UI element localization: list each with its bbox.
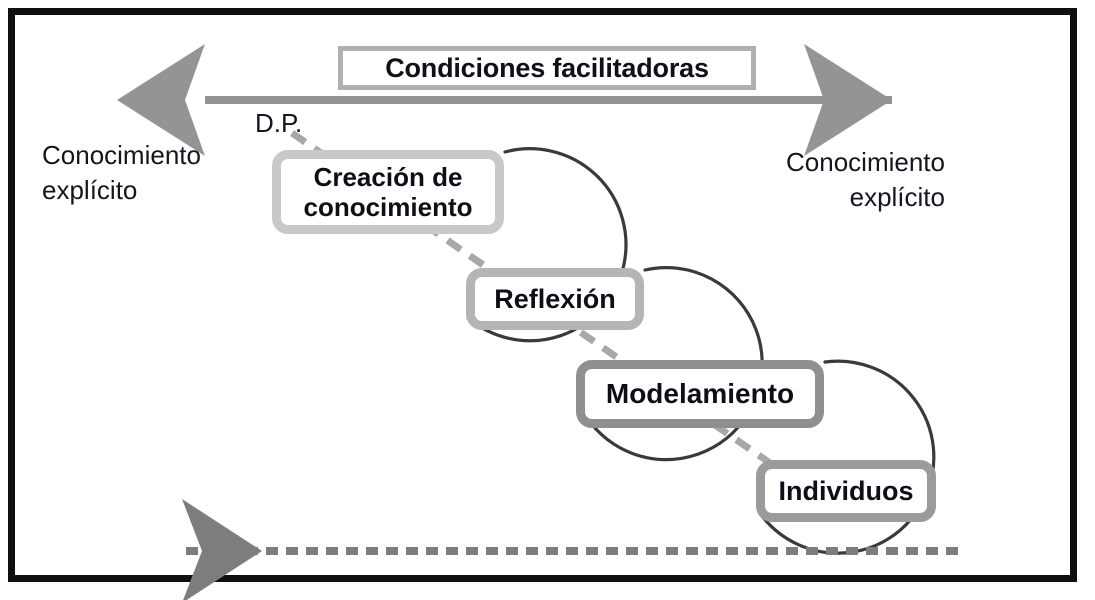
node-creacion-de-conocimiento[interactable]: Creación de conocimiento	[272, 150, 504, 234]
node-label: Reflexión	[494, 283, 616, 314]
node-label: Creación de conocimiento	[303, 162, 473, 222]
node-reflexion[interactable]: Reflexión	[466, 268, 644, 330]
node-individuos[interactable]: Individuos	[756, 460, 936, 522]
page-title: Condiciones facilitadoras	[385, 52, 709, 83]
node-modelamiento[interactable]: Modelamiento	[576, 360, 824, 428]
dp-dashed-diagonal	[290, 130, 814, 495]
dp-label: D.P.	[255, 108, 303, 138]
node-label: Individuos	[778, 475, 914, 506]
facilitating-conditions-title-box: Condiciones facilitadoras	[338, 46, 756, 90]
node-label: Modelamiento	[605, 378, 795, 409]
